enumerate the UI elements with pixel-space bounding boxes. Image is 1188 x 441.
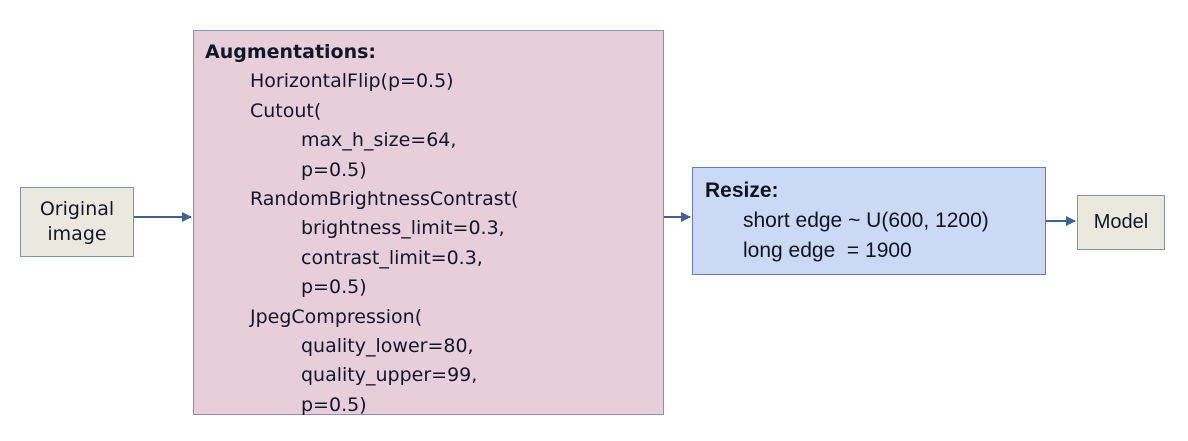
augmentations-content: Augmentations: HorizontalFlip(p=0.5) Cuto… [194, 31, 663, 420]
augmentations-line-list: HorizontalFlip(p=0.5) Cutout( max_h_size=6… [205, 67, 663, 420]
resize-line: long edge = 1900 [743, 239, 912, 262]
resize-title: Resize: [705, 179, 779, 202]
resize-content: Resize: short edge ~ U(600, 1200) long ed… [693, 168, 1045, 266]
augmentation-line: quality_upper=99, [301, 364, 478, 387]
augmentation-line: brightness_limit=0.3, [301, 217, 505, 240]
augmentation-line: HorizontalFlip(p=0.5) [250, 70, 454, 93]
resize-line: short edge ~ U(600, 1200) [743, 209, 989, 232]
augmentation-line: contrast_limit=0.3, [301, 246, 483, 269]
original-image-label: Original image [39, 198, 115, 245]
arrow-original-to-augmentations [134, 212, 192, 222]
augmentations-title: Augmentations: [205, 41, 377, 63]
augmentation-line: quality_lower=80, [301, 335, 474, 358]
original-image-box: Original image [20, 187, 134, 257]
model-label: Model [1093, 211, 1149, 233]
augmentation-line: p=0.5) [301, 158, 367, 181]
arrow-resize-to-model [1046, 216, 1076, 226]
augmentation-line: max_h_size=64, [301, 129, 457, 152]
model-box: Model [1077, 195, 1165, 250]
augmentations-box: Augmentations: HorizontalFlip(p=0.5) Cuto… [193, 30, 664, 416]
resize-line-list: short edge ~ U(600, 1200) long edge = 190… [705, 206, 1045, 266]
augmentation-line: JpegCompression( [250, 305, 423, 328]
augmentation-line: p=0.5) [301, 276, 367, 299]
augmentation-line: RandomBrightnessContrast( [250, 188, 519, 211]
augmentation-line: p=0.5) [301, 393, 367, 416]
resize-box: Resize: short edge ~ U(600, 1200) long ed… [692, 167, 1046, 275]
arrow-augmentations-to-resize [664, 212, 691, 222]
augmentation-line: Cutout( [250, 99, 322, 122]
